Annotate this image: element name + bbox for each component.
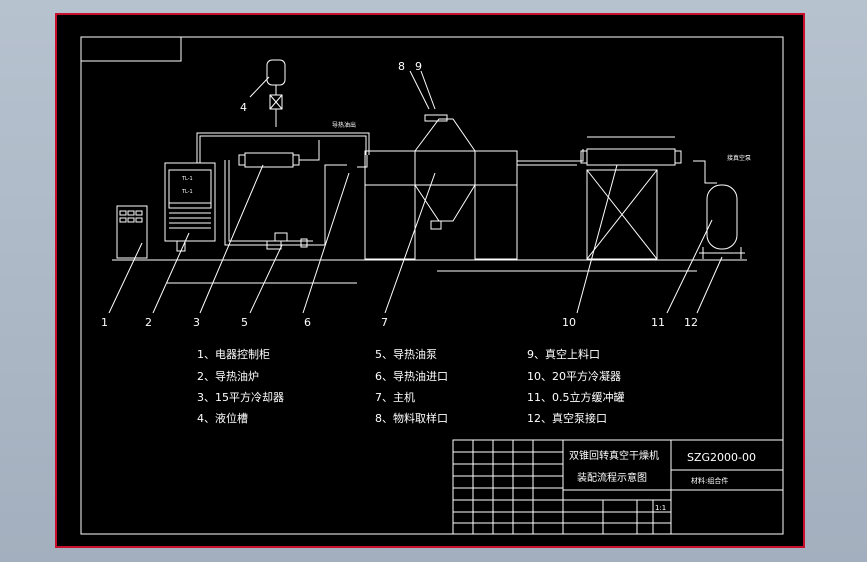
main-dryer xyxy=(364,114,518,260)
assembly-drawing: TL-1 TL-1 xyxy=(80,36,784,535)
callout-3: 3 xyxy=(193,316,200,329)
oil-piping xyxy=(196,132,370,246)
callout-4: 4 xyxy=(240,101,247,114)
legend-item-3: 3、15平方冷却器 xyxy=(197,390,284,404)
legend-item-5: 5、导热油泵 xyxy=(375,347,437,361)
callout-numbers: 1 2 3 4 5 6 7 8 9 10 11 12 xyxy=(101,60,698,329)
legend-item-11: 11、0.5立方缓冲罐 xyxy=(527,390,625,404)
legend-item-8: 8、物料取样口 xyxy=(375,411,448,425)
title-block: 双锥回转真空干燥机 装配流程示意图 SZG2000-00 材料:组合件 1:1 xyxy=(452,439,784,535)
material-label: 材料:组合件 xyxy=(691,476,728,485)
legend-item-4: 4、液位槽 xyxy=(197,411,248,425)
oil-furnace: TL-1 TL-1 xyxy=(164,162,216,252)
buffer-tank xyxy=(699,184,745,259)
callout-12: 12 xyxy=(684,316,698,329)
legend-item-10: 10、20平方冷凝器 xyxy=(527,369,621,383)
legend-item-7: 7、主机 xyxy=(375,390,415,404)
vacuum-pump-label: 接真空泵 xyxy=(727,154,751,162)
callout-10: 10 xyxy=(562,316,576,329)
callout-7: 7 xyxy=(381,316,388,329)
svg-text:TL-1: TL-1 xyxy=(181,176,193,182)
callout-9: 9 xyxy=(415,60,422,73)
legend-item-9: 9、真空上料口 xyxy=(527,347,600,361)
drawing-number: SZG2000-00 xyxy=(687,451,756,464)
cooler-15sqm xyxy=(238,152,300,168)
callout-2: 2 xyxy=(145,316,152,329)
callout-6: 6 xyxy=(304,316,311,329)
callout-8: 8 xyxy=(398,60,405,73)
legend-item-1: 1、电器控制柜 xyxy=(197,347,270,361)
drawing-canvas: TL-1 TL-1 xyxy=(55,13,805,548)
condenser-20sqm xyxy=(580,136,682,260)
control-cabinet xyxy=(116,205,148,259)
legend: 1、电器控制柜 2、导热油炉 3、15平方冷却器 4、液位槽 5、导热油泵 6、… xyxy=(197,347,625,425)
title-line-1: 双锥回转真空干燥机 xyxy=(569,449,659,462)
legend-item-6: 6、导热油进口 xyxy=(375,369,448,383)
legend-item-12: 12、真空泵接口 xyxy=(527,411,607,425)
callout-11: 11 xyxy=(651,316,665,329)
legend-item-2: 2、导热油炉 xyxy=(197,369,259,383)
svg-text:TL-1: TL-1 xyxy=(181,189,193,195)
title-line-2: 装配流程示意图 xyxy=(577,471,647,484)
vacuum-piping xyxy=(517,149,717,184)
corner-box xyxy=(80,36,182,62)
callout-1: 1 xyxy=(101,316,108,329)
scale-label: 1:1 xyxy=(655,504,666,512)
leader-lines xyxy=(108,70,723,314)
drawing-border xyxy=(80,36,784,535)
level-tank xyxy=(266,59,286,127)
oil-pump xyxy=(266,232,308,250)
oil-out-label: 导热油出 xyxy=(332,121,356,129)
callout-5: 5 xyxy=(241,316,248,329)
